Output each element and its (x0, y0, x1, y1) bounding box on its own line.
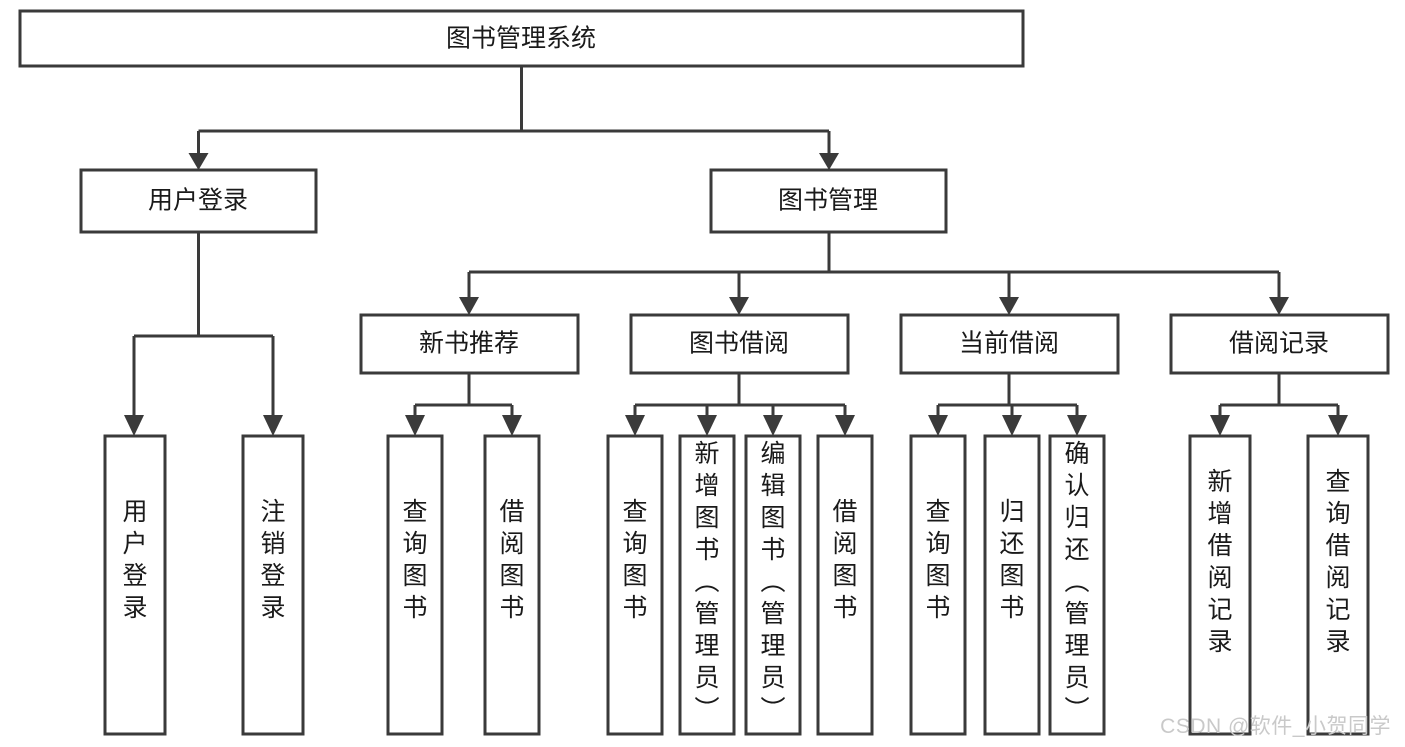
node-book-manage[interactable]: 图书管理 (709, 168, 948, 234)
node-leaf-confirm-return[interactable]: 确认归还︵管理员︶ (1048, 434, 1106, 736)
node-leaf-add-record-box[interactable] (1188, 434, 1252, 736)
node-leaf-add-book-label: 新增图书︵管理员︶ (694, 440, 719, 724)
node-leaf-query-book-2[interactable]: 查询图书 (606, 434, 664, 736)
node-leaf-query-book-1-label: 查询图书 (402, 498, 427, 622)
node-leaf-query-record-label: 查询借阅记录 (1325, 468, 1350, 656)
node-book-borrow-label: 图书借阅 (689, 330, 789, 358)
node-leaf-query-record-box[interactable] (1306, 434, 1370, 736)
arrow-head-leaf-borrow-book-1 (502, 415, 522, 436)
connector-layer (124, 66, 1348, 436)
node-leaf-add-book[interactable]: 新增图书︵管理员︶ (678, 434, 736, 736)
node-leaf-logout-label: 注销登录 (260, 498, 285, 622)
arrow-head-book-borrow (729, 297, 749, 315)
node-leaf-return-book-label: 归还图书 (999, 498, 1024, 622)
node-new-book-rec-label: 新书推荐 (419, 330, 519, 358)
leaf-nodes-layer: 用户登录 注销登录 查询图书 借阅图书 查询图书 新增图书︵管理员︶ (103, 434, 1370, 736)
node-leaf-confirm-return-label: 确认归还︵管理员︶ (1064, 440, 1089, 724)
arrow-head-current-borrow (999, 297, 1019, 315)
arrow-head-leaf-query-book-1 (405, 415, 425, 436)
node-new-book-rec-box[interactable] (359, 313, 580, 375)
node-leaf-query-book-1[interactable]: 查询图书 (386, 434, 444, 736)
arrow-head-leaf-return-book (1002, 415, 1022, 436)
node-current-borrow[interactable]: 当前借阅 (899, 313, 1120, 375)
node-user-login-box[interactable] (79, 168, 318, 234)
node-leaf-query-book-2-box[interactable] (606, 434, 664, 736)
node-leaf-edit-book[interactable]: 编辑图书︵管理员︶ (744, 434, 802, 736)
node-leaf-borrow-book-2-box[interactable] (816, 434, 874, 736)
node-leaf-query-book-3-label: 查询图书 (925, 498, 950, 622)
node-leaf-add-record-label: 新增借阅记录 (1207, 468, 1232, 656)
node-leaf-confirm-return-box[interactable] (1048, 434, 1106, 736)
arrow-head-leaf-add-book (697, 415, 717, 436)
node-leaf-return-book[interactable]: 归还图书 (983, 434, 1041, 736)
node-borrow-record-box[interactable] (1169, 313, 1390, 375)
arrow-head-new-book-rec (459, 297, 479, 315)
node-leaf-query-book-1-box[interactable] (386, 434, 444, 736)
node-leaf-borrow-book-1[interactable]: 借阅图书 (483, 434, 541, 736)
node-book-borrow[interactable]: 图书借阅 (629, 313, 850, 375)
node-borrow-record-label: 借阅记录 (1229, 330, 1329, 358)
arrow-head-leaf-edit-book (763, 415, 783, 436)
node-new-book-rec[interactable]: 新书推荐 (359, 313, 580, 375)
node-book-manage-box[interactable] (709, 168, 948, 234)
node-leaf-borrow-book-2-label: 借阅图书 (832, 498, 857, 622)
node-leaf-query-record[interactable]: 查询借阅记录 (1306, 434, 1370, 736)
node-user-login[interactable]: 用户登录 (79, 168, 318, 234)
node-leaf-edit-book-box[interactable] (744, 434, 802, 736)
node-leaf-logout[interactable]: 注销登录 (241, 434, 305, 736)
arrow-head-leaf-query-record (1328, 415, 1348, 436)
arrow-head-leaf-confirm-return (1067, 415, 1087, 436)
node-leaf-borrow-book-1-box[interactable] (483, 434, 541, 736)
node-leaf-query-book-2-label: 查询图书 (622, 498, 647, 622)
arrow-head-leaf-add-record (1210, 415, 1230, 436)
node-leaf-query-book-3-box[interactable] (909, 434, 967, 736)
arrow-head-leaf-query-book-2 (625, 415, 645, 436)
node-leaf-borrow-book-1-label: 借阅图书 (499, 498, 524, 622)
arrow-head-book-manage (819, 153, 839, 170)
arrow-head-leaf-query-book-3 (928, 415, 948, 436)
node-current-borrow-box[interactable] (899, 313, 1120, 375)
node-leaf-logout-box[interactable] (241, 434, 305, 736)
node-borrow-record[interactable]: 借阅记录 (1169, 313, 1390, 375)
node-current-borrow-label: 当前借阅 (959, 330, 1059, 358)
node-leaf-user-login-box[interactable] (103, 434, 167, 736)
arrow-head-borrow-record (1269, 297, 1289, 315)
arrow-head-leaf-logout (263, 415, 283, 436)
node-leaf-borrow-book-2[interactable]: 借阅图书 (816, 434, 874, 736)
node-root-label: 图书管理系统 (446, 25, 596, 53)
arrow-head-leaf-user-login (124, 415, 144, 436)
node-leaf-edit-book-label: 编辑图书︵管理员︶ (760, 440, 785, 724)
node-leaf-user-login-label: 用户登录 (122, 498, 147, 622)
node-leaf-user-login[interactable]: 用户登录 (103, 434, 167, 736)
node-book-manage-label: 图书管理 (778, 187, 878, 215)
node-user-login-label: 用户登录 (148, 187, 248, 215)
node-root[interactable]: 图书管理系统 (18, 9, 1025, 68)
arrow-head-leaf-borrow-book-2 (835, 415, 855, 436)
node-root-box[interactable] (18, 9, 1025, 68)
node-leaf-add-book-box[interactable] (678, 434, 736, 736)
node-leaf-add-record[interactable]: 新增借阅记录 (1188, 434, 1252, 736)
node-book-borrow-box[interactable] (629, 313, 850, 375)
node-leaf-return-book-box[interactable] (983, 434, 1041, 736)
arrow-head-user-login (188, 153, 209, 170)
node-leaf-query-book-3[interactable]: 查询图书 (909, 434, 967, 736)
